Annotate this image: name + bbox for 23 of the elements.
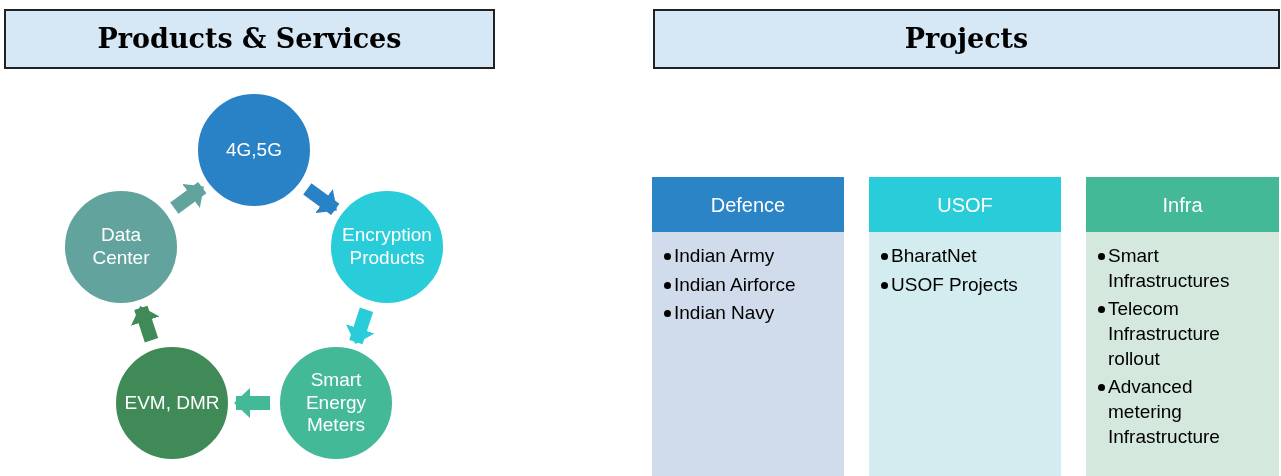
list-item: Smart Infrastructures	[1108, 244, 1231, 293]
list-item: Indian Army	[674, 244, 775, 268]
block-arrow	[131, 305, 160, 343]
title-banner: Projects	[653, 9, 1280, 69]
column-header: Defence	[652, 177, 844, 232]
block-arrow	[346, 307, 375, 345]
column-header: USOF	[869, 177, 1061, 232]
list-item: Indian Navy	[674, 301, 775, 326]
list-item: USOF Projects	[891, 272, 1018, 297]
node-label: EVM, DMR	[124, 391, 220, 415]
block-arrow	[234, 388, 270, 418]
list-item: Telecom Infrastructure rollout	[1108, 297, 1221, 371]
list-item: Advanced metering Infrastructure	[1108, 375, 1221, 449]
list-item: Indian Airforce	[674, 272, 796, 297]
block-arrow	[170, 182, 207, 214]
block-arrow	[303, 183, 340, 215]
node-label: Data Center	[91, 224, 151, 270]
node-label: Smart Energy Meters	[304, 368, 368, 438]
column-header: Infra	[1086, 177, 1279, 232]
node-label: 4G,5G	[226, 138, 282, 162]
node-label: Encryption Products	[341, 224, 433, 270]
title-banner: Products & Services	[4, 9, 495, 69]
list-item: BharatNet	[891, 244, 977, 268]
